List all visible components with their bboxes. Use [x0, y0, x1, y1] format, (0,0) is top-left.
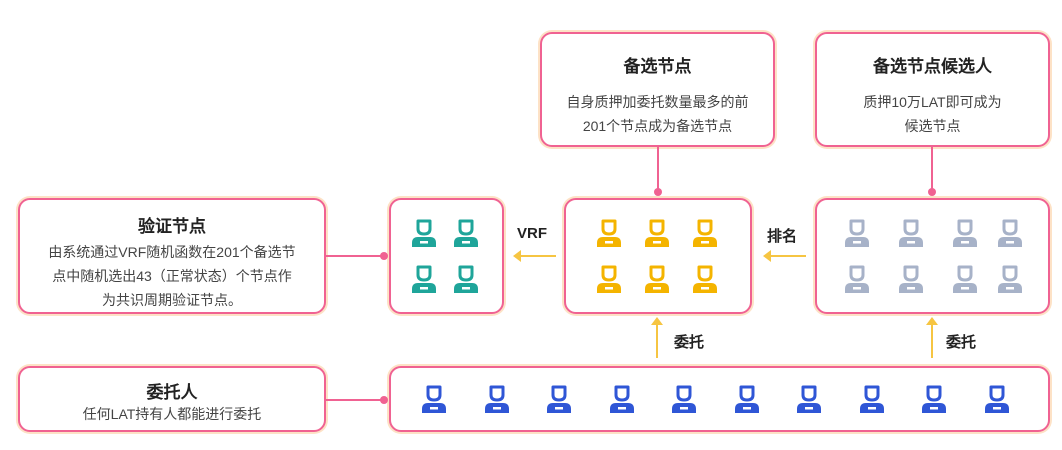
delegate-label-left: 委托 [674, 334, 705, 351]
candidate-connector [657, 147, 659, 191]
delegator-group [389, 366, 1050, 432]
person-icon [794, 383, 824, 415]
person-icon [982, 383, 1012, 415]
person-icon [409, 263, 439, 295]
person-icon [896, 263, 926, 295]
nominee-title: 备选节点候选人 [873, 57, 992, 76]
validator-connector-dot [380, 252, 388, 260]
nominee-node-group [815, 198, 1050, 314]
nominee-desc-line: 候选节点 [904, 118, 961, 134]
person-icon [482, 383, 512, 415]
person-icon [669, 383, 699, 415]
nominee-desc-line: 质押10万LAT即可成为 [863, 94, 1002, 110]
person-icon [419, 383, 449, 415]
delegator-connector [326, 399, 384, 401]
rank-label: 排名 [767, 228, 798, 245]
delegator-title: 委托人 [146, 383, 198, 402]
person-icon [896, 217, 926, 249]
person-icon [732, 383, 762, 415]
candidate-node-group [564, 198, 752, 314]
person-icon [857, 383, 887, 415]
person-icon [950, 263, 980, 295]
rank-arrow [763, 250, 806, 262]
nominee-description: 质押10万LAT即可成为 候选节点 [817, 90, 1048, 138]
person-icon [842, 263, 872, 295]
validator-description-box: 验证节点 由系统通过VRF随机函数在201个备选节 点中随机选出43（正常状态）… [18, 198, 326, 314]
person-icon [842, 217, 872, 249]
candidate-description: 自身质押加委托数量最多的前 201个节点成为备选节点 [542, 90, 773, 138]
person-icon [409, 217, 439, 249]
validator-title: 验证节点 [138, 217, 206, 236]
validator-desc-line: 点中随机选出43（正常状态）个节点作 [52, 268, 292, 284]
person-icon [642, 217, 672, 249]
person-icon [690, 263, 720, 295]
person-icon [607, 383, 637, 415]
validator-node-group [389, 198, 504, 314]
vrf-arrow [513, 250, 556, 262]
candidate-desc-line: 201个节点成为备选节点 [582, 118, 733, 134]
validator-description: 由系统通过VRF随机函数在201个备选节 点中随机选出43（正常状态）个节点作 … [20, 240, 324, 312]
validator-desc-line: 为共识周期验证节点。 [102, 292, 242, 308]
delegate-arrow-right [926, 317, 938, 358]
person-icon [544, 383, 574, 415]
person-icon [950, 217, 980, 249]
person-icon [594, 217, 624, 249]
person-icon [995, 263, 1025, 295]
person-icon [594, 263, 624, 295]
nominee-description-box: 备选节点候选人 质押10万LAT即可成为 候选节点 [815, 32, 1050, 147]
candidate-description-box: 备选节点 自身质押加委托数量最多的前 201个节点成为备选节点 [540, 32, 775, 147]
candidate-title: 备选节点 [623, 57, 692, 76]
delegator-description: 任何LAT持有人都能进行委托 [82, 406, 262, 422]
person-icon [995, 217, 1025, 249]
person-icon [690, 217, 720, 249]
validator-connector [326, 255, 384, 257]
nominee-connector [931, 147, 933, 191]
candidate-desc-line: 自身质押加委托数量最多的前 [566, 94, 749, 110]
delegate-arrow-left [651, 317, 663, 358]
candidate-connector-dot [654, 188, 662, 196]
delegator-description-box: 委托人 任何LAT持有人都能进行委托 [18, 366, 326, 432]
person-icon [919, 383, 949, 415]
validator-desc-line: 由系统通过VRF随机函数在201个备选节 [48, 244, 296, 260]
person-icon [451, 263, 481, 295]
person-icon [642, 263, 672, 295]
delegator-connector-dot [380, 396, 388, 404]
delegate-label-right: 委托 [946, 334, 977, 351]
vrf-label: VRF [517, 225, 547, 242]
person-icon [451, 217, 481, 249]
nominee-connector-dot [928, 188, 936, 196]
